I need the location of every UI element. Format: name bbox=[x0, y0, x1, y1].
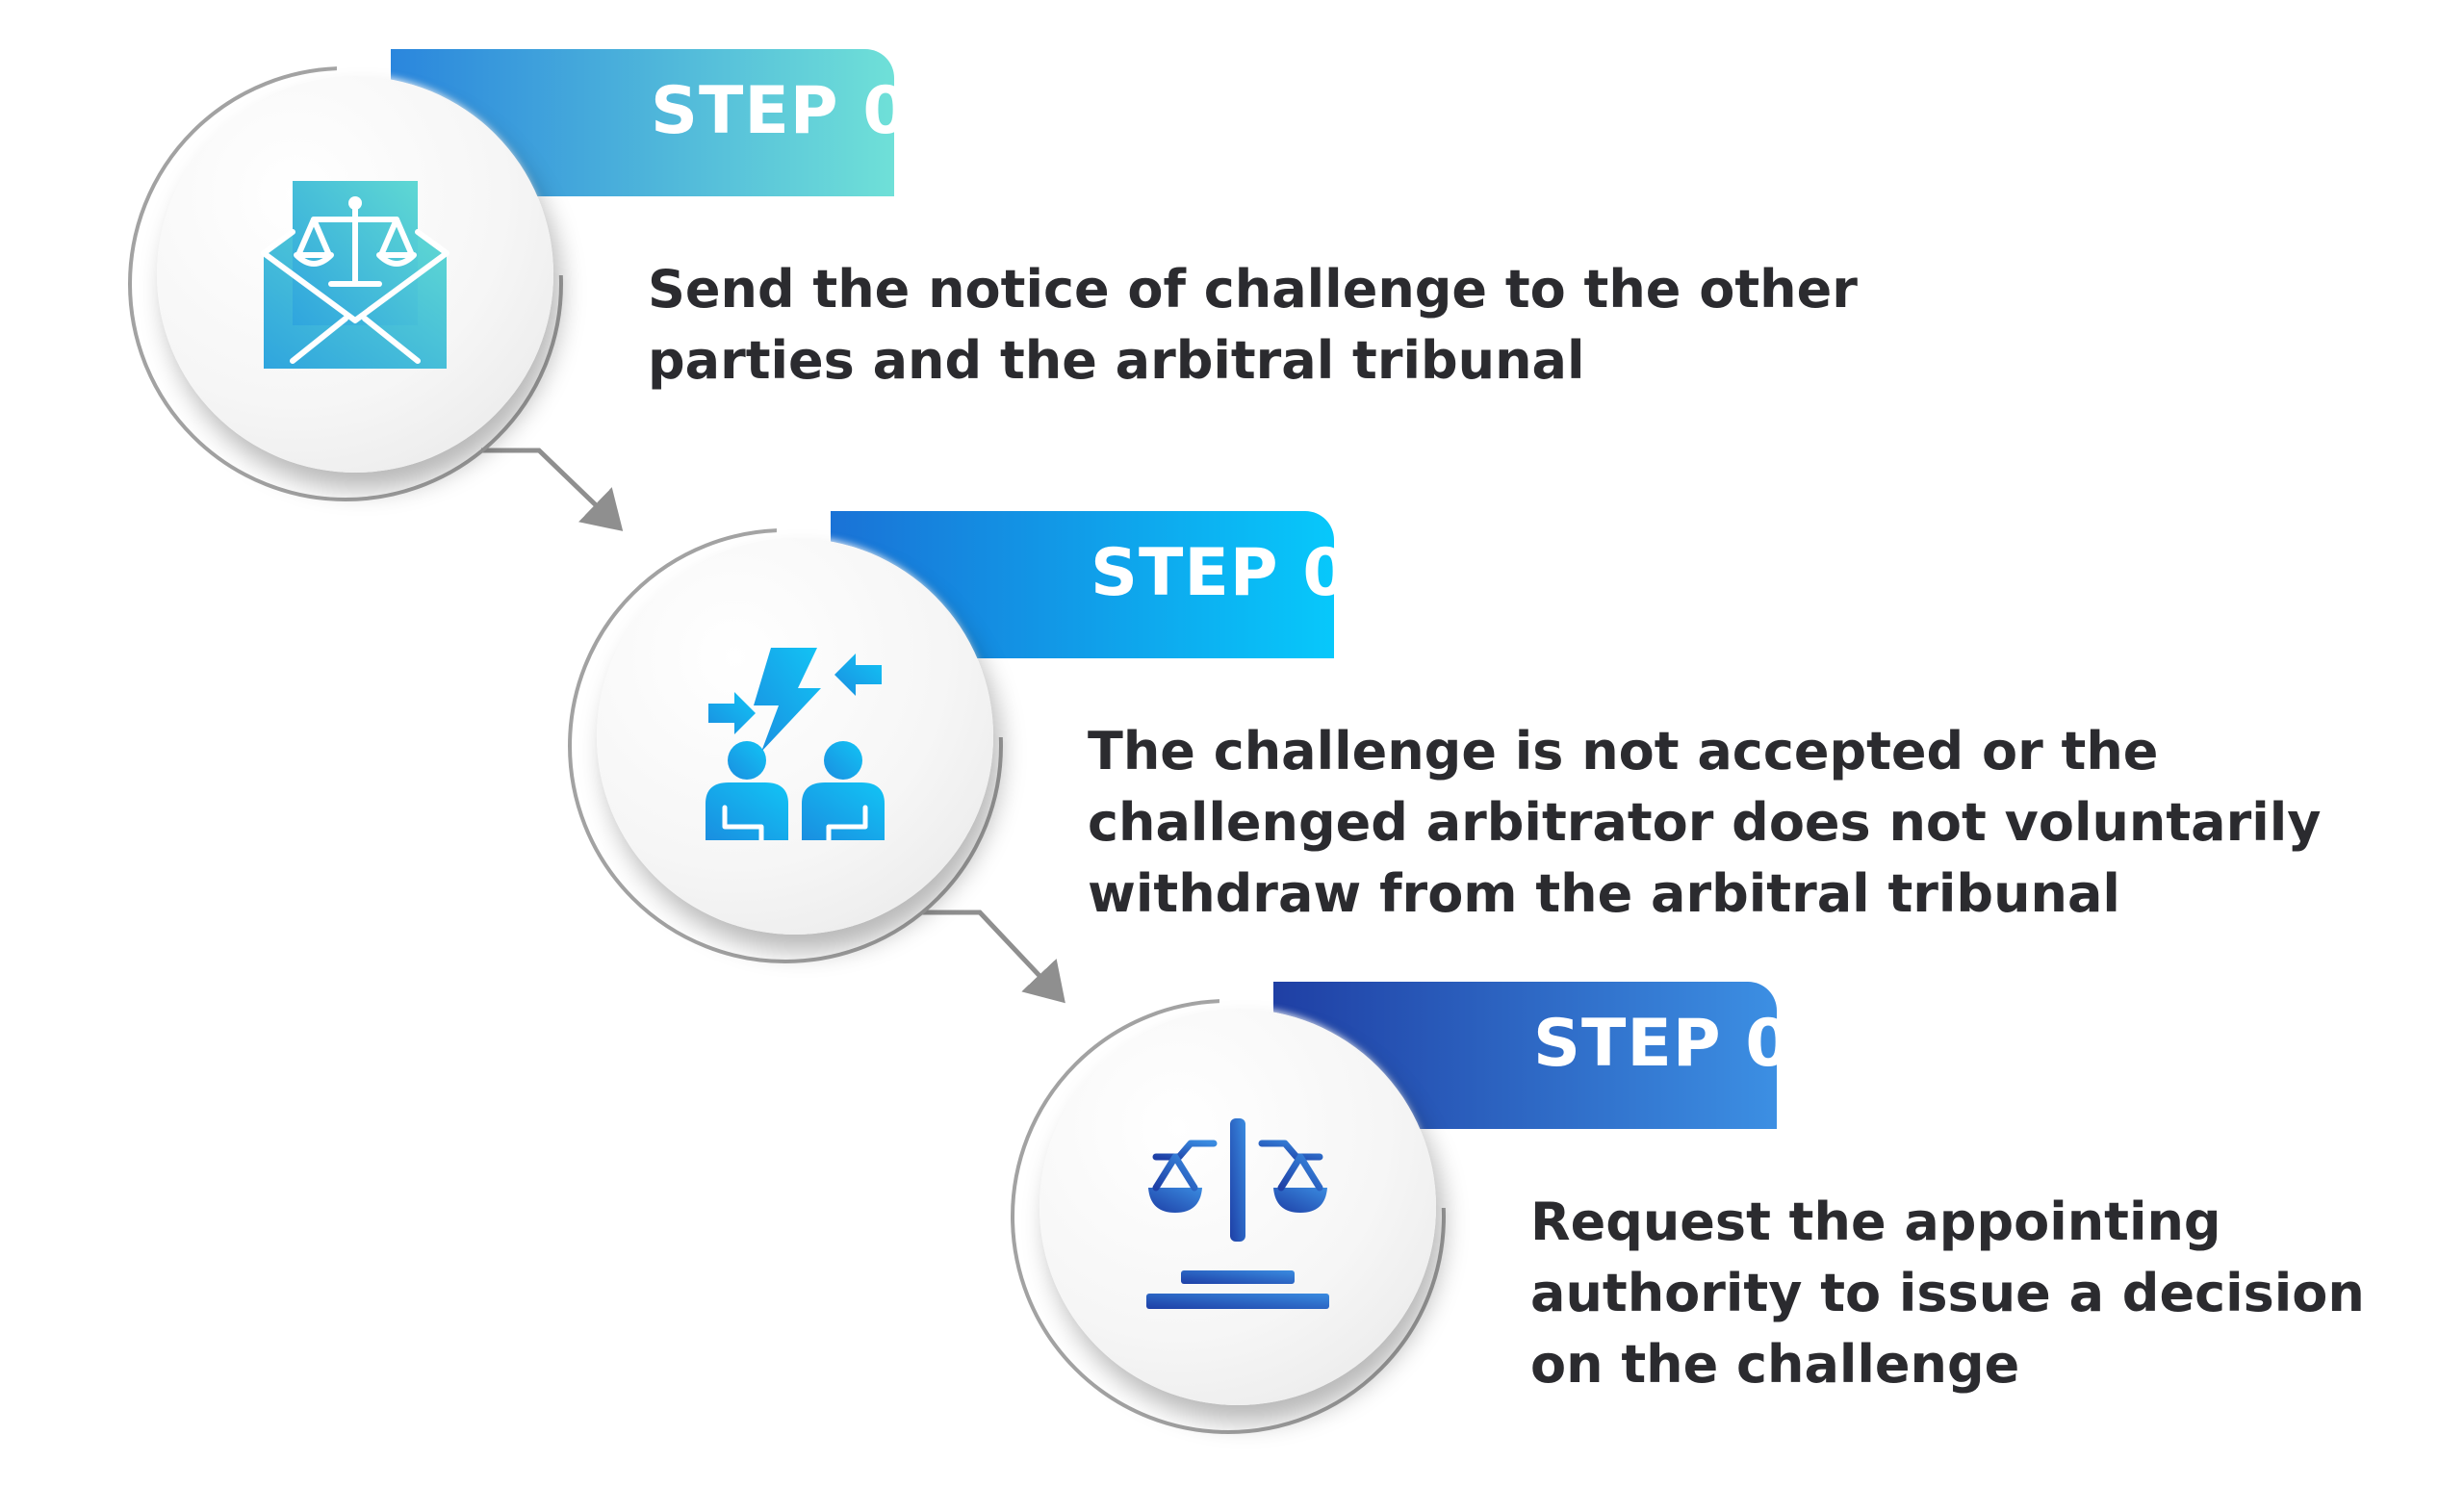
connector-arrow-2 bbox=[922, 910, 1065, 1004]
step-3-description: Request the appointing authority to issu… bbox=[1530, 1192, 2365, 1395]
step-1: STEP 01 bbox=[128, 49, 2053, 530]
step-3-label: STEP 03 bbox=[1533, 1006, 1838, 1082]
step-2-label: STEP 02 bbox=[1091, 535, 1396, 611]
connector-arrow-1 bbox=[481, 448, 624, 531]
step-2-circle bbox=[597, 538, 993, 935]
step-1-label: STEP 01 bbox=[651, 73, 956, 149]
step-1-circle bbox=[157, 76, 553, 473]
step-1-description: Send the notice of challenge to the othe… bbox=[648, 259, 1858, 391]
step-2: STEP 02 bbox=[568, 511, 2464, 992]
scales-of-justice-icon bbox=[1146, 1118, 1329, 1309]
step-2-description: The challenge is not accepted or the cha… bbox=[1088, 721, 2322, 924]
step-3: STEP 03 bbox=[1011, 982, 2464, 1463]
conflict-people-icon bbox=[706, 648, 885, 840]
step-3-circle bbox=[1040, 1009, 1436, 1405]
envelope-scales-icon bbox=[261, 181, 449, 369]
